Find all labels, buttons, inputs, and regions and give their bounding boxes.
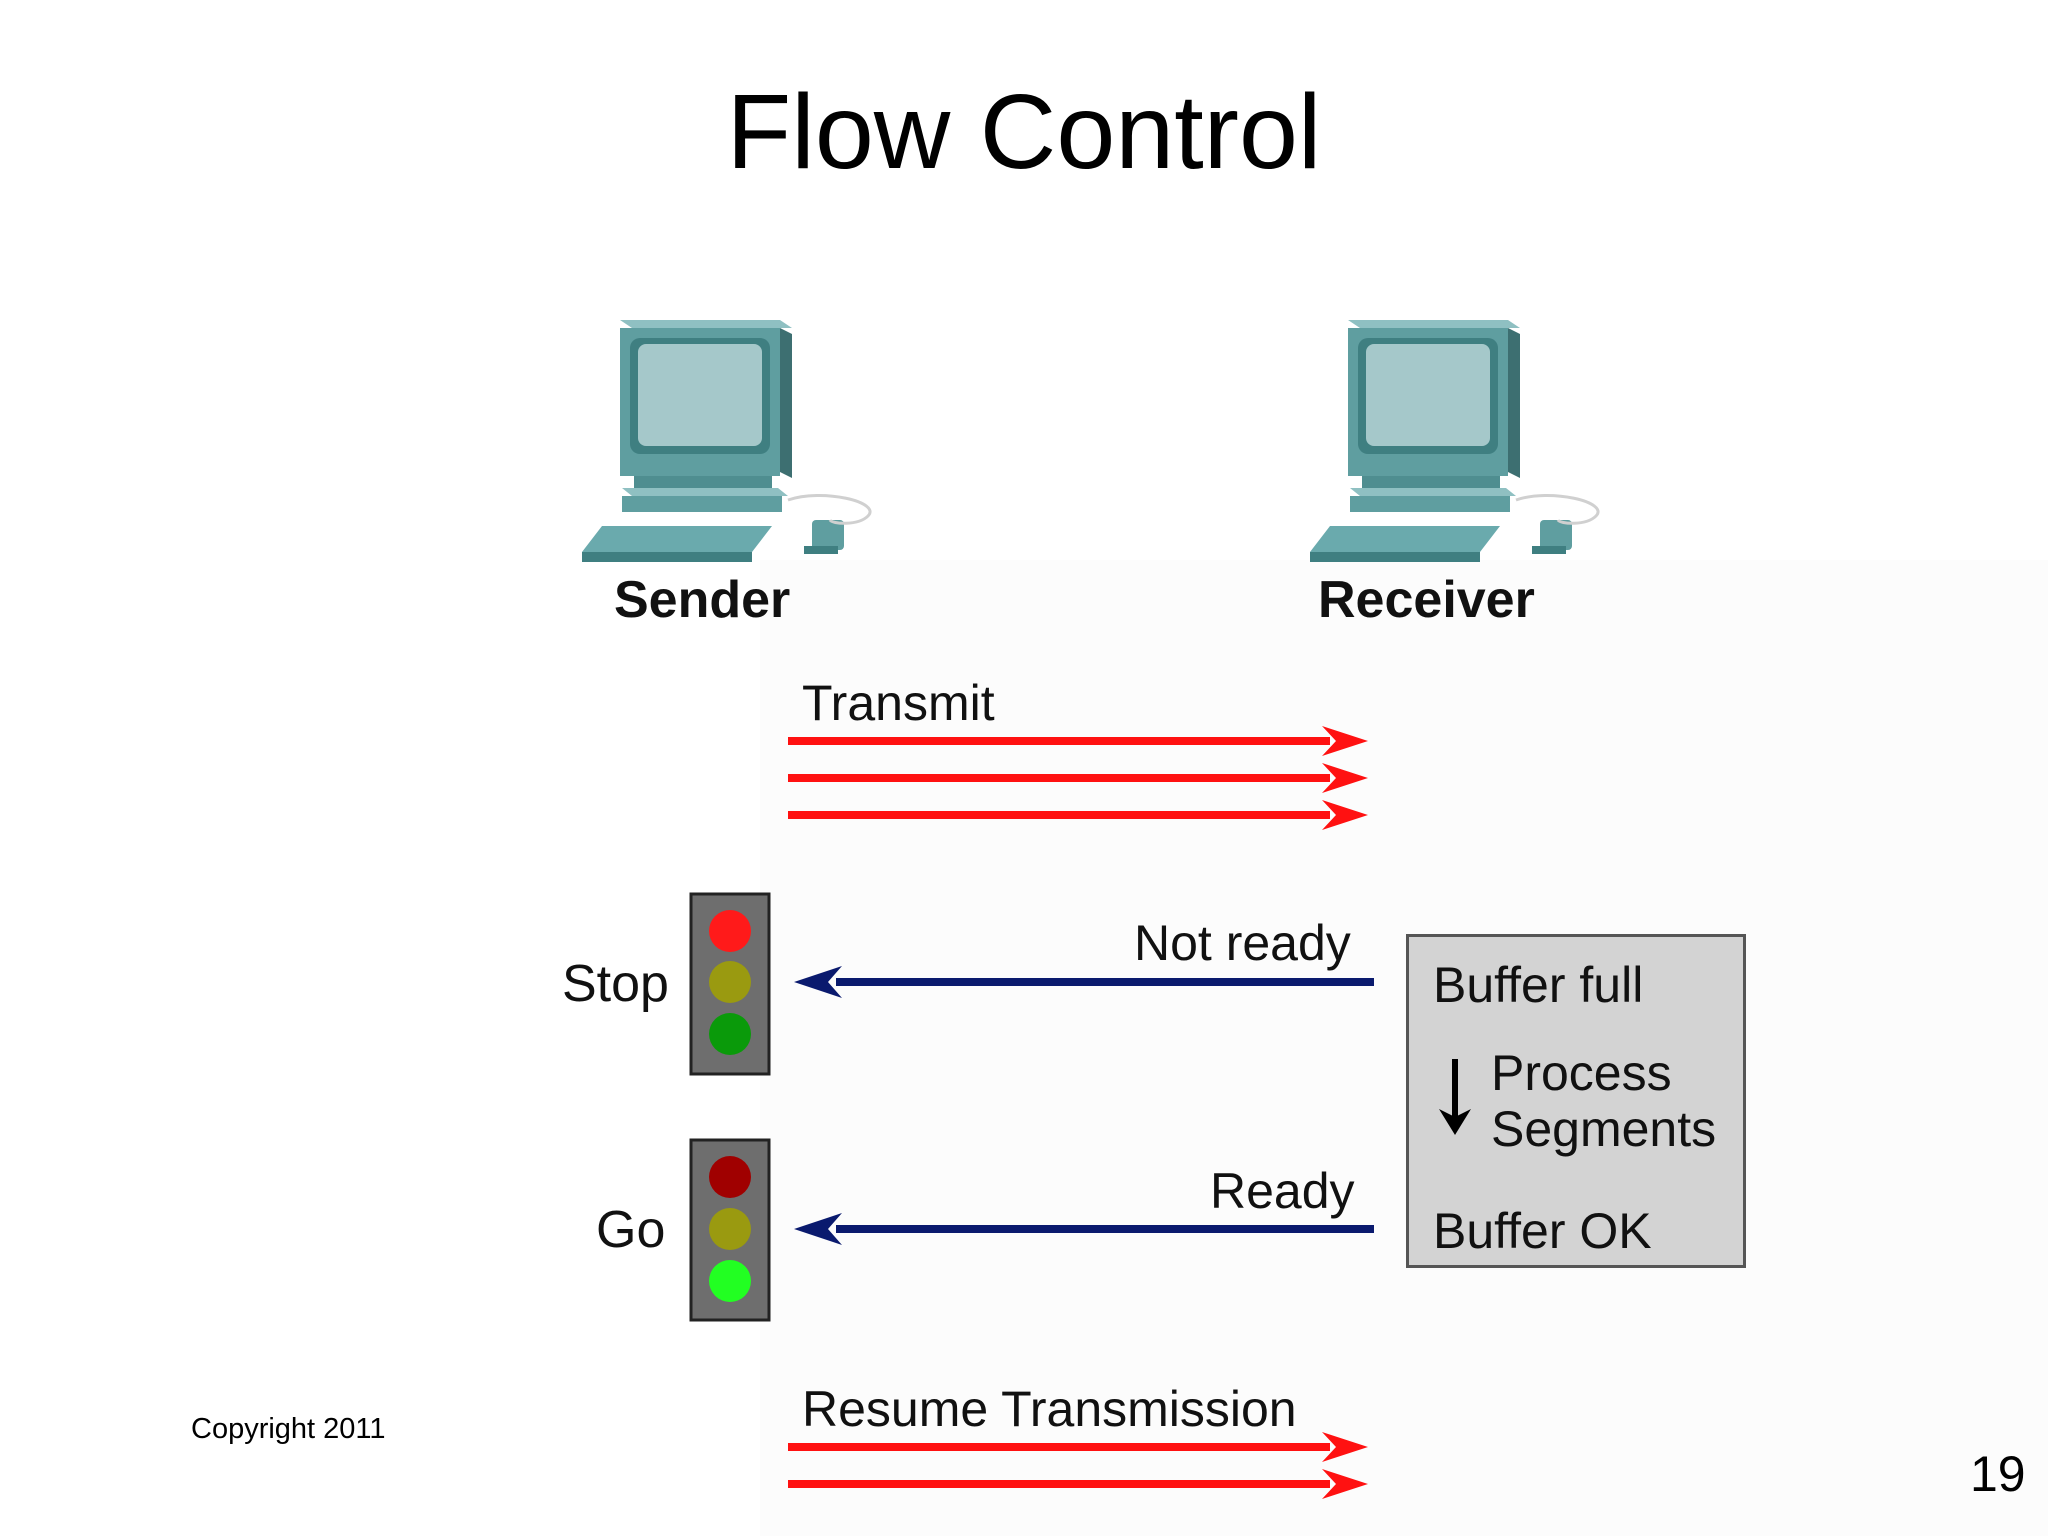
green-light-on: [709, 1260, 751, 1302]
process-label: Process: [1491, 1045, 1672, 1101]
page-number: 19: [1970, 1446, 2026, 1502]
buffer-ok-label: Buffer OK: [1433, 1203, 1652, 1259]
copyright-text: Copyright 2011: [191, 1413, 386, 1445]
not-ready-arrow: [794, 966, 1374, 998]
go-label: Go: [596, 1201, 666, 1259]
receiver-buffer-box: Buffer full Process Segments Buffer OK: [1406, 934, 1746, 1268]
go-traffic-light-icon: [689, 1138, 771, 1322]
stop-traffic-light-icon: [689, 892, 771, 1076]
transmit-arrow: [788, 763, 1368, 793]
diagram-background: [760, 560, 2048, 1536]
resume-arrow: [788, 1432, 1368, 1462]
segments-label: Segments: [1491, 1101, 1717, 1157]
not-ready-label: Not ready: [1134, 915, 1351, 971]
stop-label: Stop: [562, 955, 669, 1013]
buffer-full-label: Buffer full: [1433, 957, 1644, 1013]
down-arrow-icon: [1439, 1059, 1471, 1135]
transmit-arrow: [788, 726, 1368, 756]
sender-label: Sender: [614, 571, 791, 629]
red-light-off: [709, 1156, 751, 1198]
green-light-off: [709, 1013, 751, 1055]
receiver-label: Receiver: [1318, 571, 1535, 629]
ready-label: Ready: [1210, 1163, 1355, 1219]
yellow-light-off: [709, 1208, 751, 1250]
sender-computer-icon: [580, 318, 872, 564]
resume-transmission-label: Resume Transmission: [802, 1381, 1297, 1437]
resume-arrows: [788, 1432, 1368, 1499]
yellow-light-off: [709, 961, 751, 1003]
transmit-arrows: [788, 726, 1368, 830]
receiver-computer-icon: [1308, 318, 1600, 564]
slide-title: Flow Control: [726, 73, 1322, 191]
ready-arrow: [794, 1213, 1374, 1245]
resume-arrow: [788, 1469, 1368, 1499]
red-light-on: [709, 910, 751, 952]
transmit-label: Transmit: [802, 675, 995, 731]
transmit-arrow: [788, 800, 1368, 830]
